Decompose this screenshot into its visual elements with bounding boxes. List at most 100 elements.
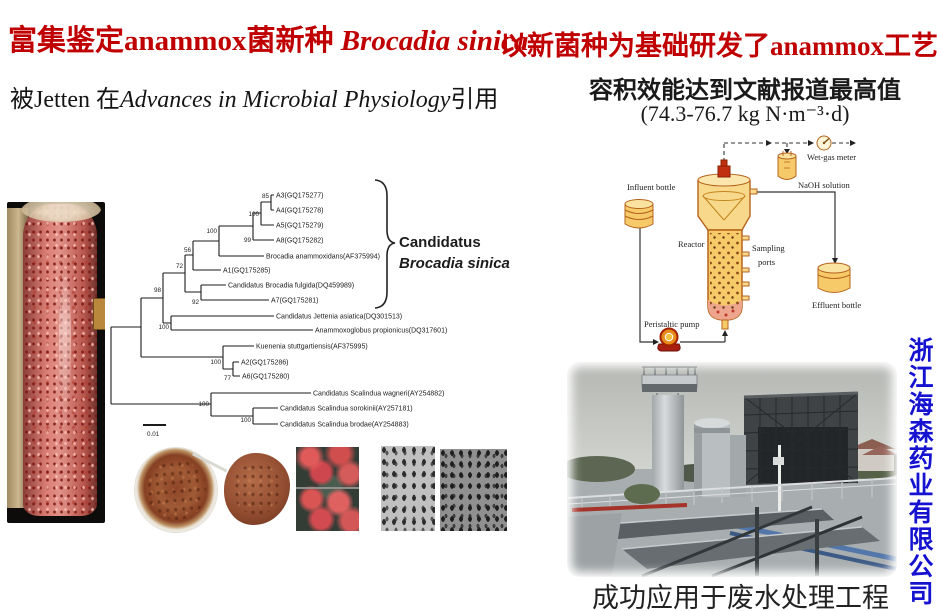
tree-bootstrap-values: 85 100 99 100 56 72 92 98 100 100 77 100…: [154, 193, 270, 424]
biomass-texture: [143, 457, 209, 523]
leaf-label: Candidatus Scalindua brodae(AY254883): [280, 422, 409, 429]
bootstrap-value: 56: [184, 247, 192, 254]
bootstrap-value: 72: [176, 263, 184, 270]
company-name-vertical: 浙江海森药业有限公司: [905, 337, 933, 607]
bootstrap-value: 100: [240, 417, 251, 424]
performance-line1: 容积效能达到文献报道最高值: [589, 77, 901, 104]
bootstrap-value: 98: [154, 287, 162, 294]
clade-label-line1: Candidatus: [399, 234, 481, 251]
leaf-label: A6(GQ175280): [242, 374, 289, 381]
fish-micrograph: [296, 447, 359, 531]
bootstrap-value: 100: [210, 359, 221, 366]
granule-clump-photo: [224, 453, 290, 525]
bootstrap-value: 100: [158, 324, 169, 331]
naoh-bottle: [777, 151, 797, 180]
effluent-line: [757, 191, 836, 259]
concrete-left: [568, 513, 622, 576]
leaf-label: Anammoxoglobus propionicus(DQ317601): [315, 328, 447, 335]
tree-branches: [110, 194, 313, 426]
bootstrap-value: 85: [262, 193, 270, 200]
citation-pre: 被Jetten 在: [10, 87, 120, 113]
pump-label: Peristaltic pump: [644, 319, 699, 329]
electron-micrograph-2: [440, 449, 507, 531]
bootstrap-value: 100: [198, 401, 209, 408]
reactor-column-photo: [7, 202, 105, 523]
bush: [624, 484, 660, 504]
mid-tank: [694, 418, 730, 497]
column-fitting: [93, 298, 105, 330]
sampling-ports: [741, 235, 750, 301]
pump-outlet-line: [680, 335, 726, 343]
gas-lines: [723, 142, 849, 162]
separator-outlet-nub: [749, 188, 758, 195]
phylogenetic-tree: A3(GQ175277) A4(GQ175278) A5(GQ175279) A…: [110, 179, 510, 438]
influent-label: Influent bottle: [627, 182, 676, 192]
leaf-label: A5(GQ175279): [276, 223, 323, 230]
leaf-label: A4(GQ175278): [276, 208, 323, 215]
wet-gas-meter: [816, 135, 832, 151]
photo-background-strip: [7, 208, 28, 508]
title-left: 富集鉴定anammox菌新种 Brocadia sinica: [8, 17, 528, 59]
plant-caption: 成功应用于废水处理工程: [592, 583, 889, 611]
gasholder-frame: [743, 391, 859, 486]
bottom-outlet: [721, 319, 729, 330]
bootstrap-value: 100: [248, 211, 259, 218]
wetgas-label: Wet-gas meter: [807, 152, 856, 162]
houses: [848, 439, 897, 471]
scale-label: 0.01: [147, 431, 160, 438]
bootstrap-value: 99: [244, 237, 252, 244]
naoh-label: NaOH solution: [798, 180, 850, 190]
peristaltic-pump: [657, 327, 681, 352]
leaf-label: A1(GQ175285): [223, 268, 270, 275]
effluent-bottle: [817, 262, 851, 293]
white-pole: [778, 445, 781, 513]
citation-journal: Advances in Microbial Physiology: [119, 87, 451, 113]
leaf-label: Candidatus Jettenia asiatica(DQ301513): [276, 314, 402, 321]
sampling-label-2: ports: [758, 257, 775, 267]
tree-leaf-labels: A3(GQ175277) A4(GQ175278) A5(GQ175279) A…: [223, 193, 447, 429]
clade-bracket: [374, 179, 396, 309]
reactor-schematic: Influent bottle Reactor Sampling ports N…: [624, 135, 861, 352]
treatment-plant-photo: [562, 357, 902, 582]
liquid-lines: [639, 191, 836, 343]
clade-label-line2: Brocadia sinica: [399, 255, 510, 272]
leaf-label: Brocadia anammoxidans(AF375994): [266, 254, 380, 261]
influent-bottle: [624, 199, 654, 229]
effluent-label: Effluent bottle: [812, 300, 861, 310]
bootstrap-value: 77: [224, 375, 232, 382]
internal-funnel: [702, 191, 746, 221]
glass-highlight: [59, 268, 71, 418]
pole-sign: [773, 457, 784, 465]
reactor-label: Reactor: [678, 239, 705, 249]
bootstrap-value: 100: [206, 228, 217, 235]
top-knob: [720, 159, 728, 167]
influent-line: [639, 225, 653, 343]
leaf-label: A8(GQ175282): [276, 238, 323, 245]
steel-beams: [641, 505, 863, 577]
petri-dish-photo: [131, 444, 228, 536]
granule-dots: [710, 233, 740, 311]
citation-line: 被Jetten 在Advances in Microbial Physiolog…: [10, 79, 498, 114]
gas-arrows: [766, 140, 856, 154]
railings: [567, 477, 897, 509]
reactor-vessel: [697, 159, 758, 330]
liquid-arrows: [653, 258, 838, 345]
leaf-label: A2(GQ175286): [241, 360, 288, 367]
title-right: 以新菌种为基础研发了anammox工艺: [500, 31, 937, 61]
electron-micrograph-1: [381, 446, 435, 531]
red-pipe: [571, 503, 688, 512]
top-cap: [717, 165, 731, 178]
separator-body: [697, 180, 751, 231]
leaf-label: Candidatus Scalindua wagneri(AY254882): [313, 391, 444, 398]
performance-line2: (74.3-76.7 kg N·m⁻³·d): [640, 101, 850, 126]
title-left-species: Brocadia sinica: [340, 25, 529, 57]
leaf-label: Candidatus Brocadia fulgida(DQ459989): [228, 283, 354, 290]
citation-post: 引用: [450, 87, 499, 113]
leaf-label: Candidatus Scalindua sorokinii(AY257181): [280, 406, 413, 413]
title-left-cn: 富集鉴定anammox菌新种: [8, 25, 341, 57]
tree-branch-lines: [110, 194, 313, 425]
column-rim: [21, 202, 101, 222]
gas-line: [723, 142, 849, 162]
clump-texture: [233, 463, 281, 515]
